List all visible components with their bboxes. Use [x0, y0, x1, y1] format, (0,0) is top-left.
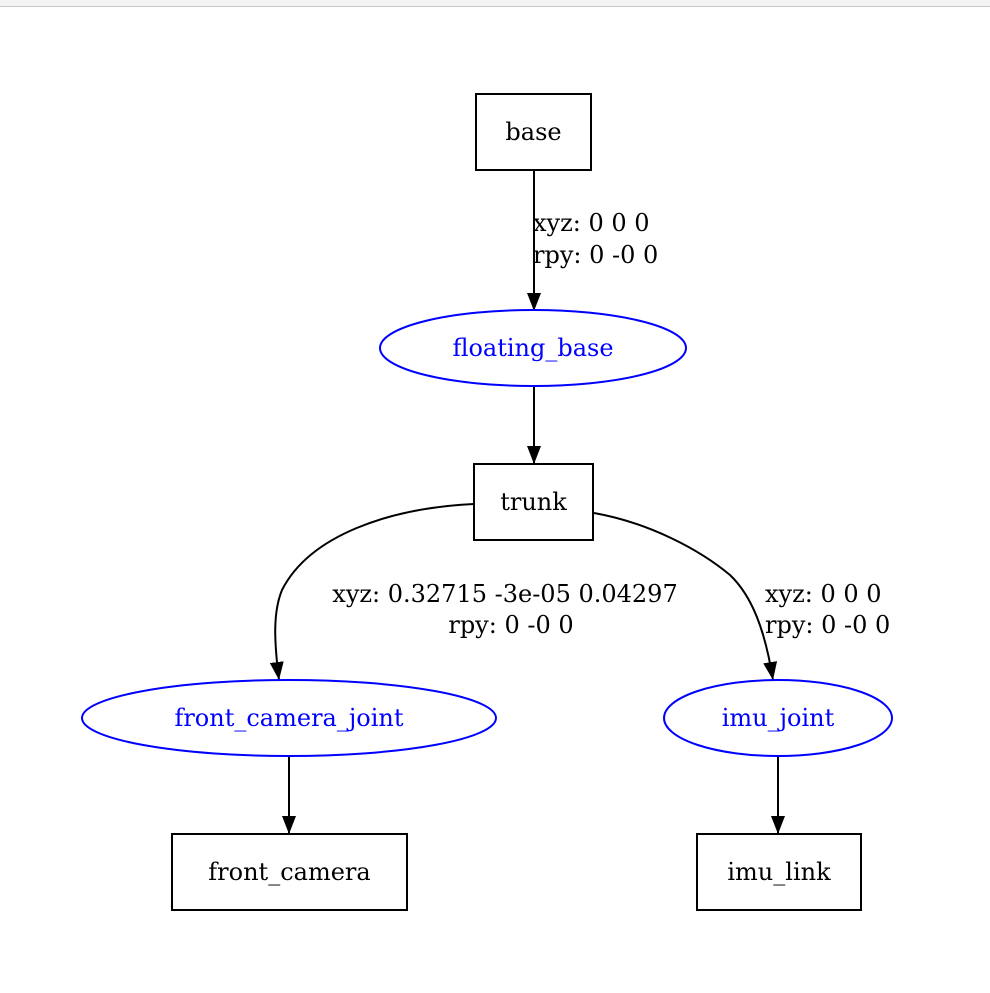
joint-label: floating_base: [452, 334, 613, 362]
edge-label-rpy: rpy: 0 -0 0: [765, 611, 890, 639]
joint-node-imu-joint[interactable]: imu_joint: [663, 679, 893, 757]
link-node-imu-link[interactable]: imu_link: [696, 833, 862, 911]
edge-label-base-floating-base: xyz: 0 0 0 rpy: 0 -0 0: [533, 209, 658, 269]
joint-node-front-camera-joint[interactable]: front_camera_joint: [81, 679, 497, 757]
edge-label-trunk-imu-joint: xyz: 0 0 0 rpy: 0 -0 0: [765, 580, 890, 639]
link-node-base[interactable]: base: [475, 93, 592, 171]
link-label: trunk: [500, 488, 567, 516]
edge-trunk-imu-joint: [593, 512, 778, 681]
edge-label-rpy: rpy: 0 -0 0: [533, 241, 658, 269]
edge-trunk-front-camera-joint: [269, 503, 475, 681]
edge-label-xyz: xyz: 0.32715 -3e-05 0.04297: [332, 580, 677, 608]
edge-label-xyz: xyz: 0 0 0: [765, 580, 882, 608]
link-node-front-camera[interactable]: front_camera: [171, 833, 408, 911]
edge-label-xyz: xyz: 0 0 0: [533, 209, 650, 237]
link-label: imu_link: [727, 858, 831, 886]
link-label: base: [505, 118, 561, 146]
joint-node-floating-base[interactable]: floating_base: [379, 309, 687, 387]
link-node-trunk[interactable]: trunk: [473, 463, 594, 541]
joint-label: imu_joint: [722, 704, 835, 732]
edge-label-trunk-front-camera-joint: xyz: 0.32715 -3e-05 0.04297 rpy: 0 -0 0: [332, 580, 677, 639]
joint-label: front_camera_joint: [174, 704, 403, 732]
link-label: front_camera: [208, 858, 370, 886]
window-top-bar: [0, 0, 990, 7]
edge-label-rpy: rpy: 0 -0 0: [448, 611, 573, 639]
